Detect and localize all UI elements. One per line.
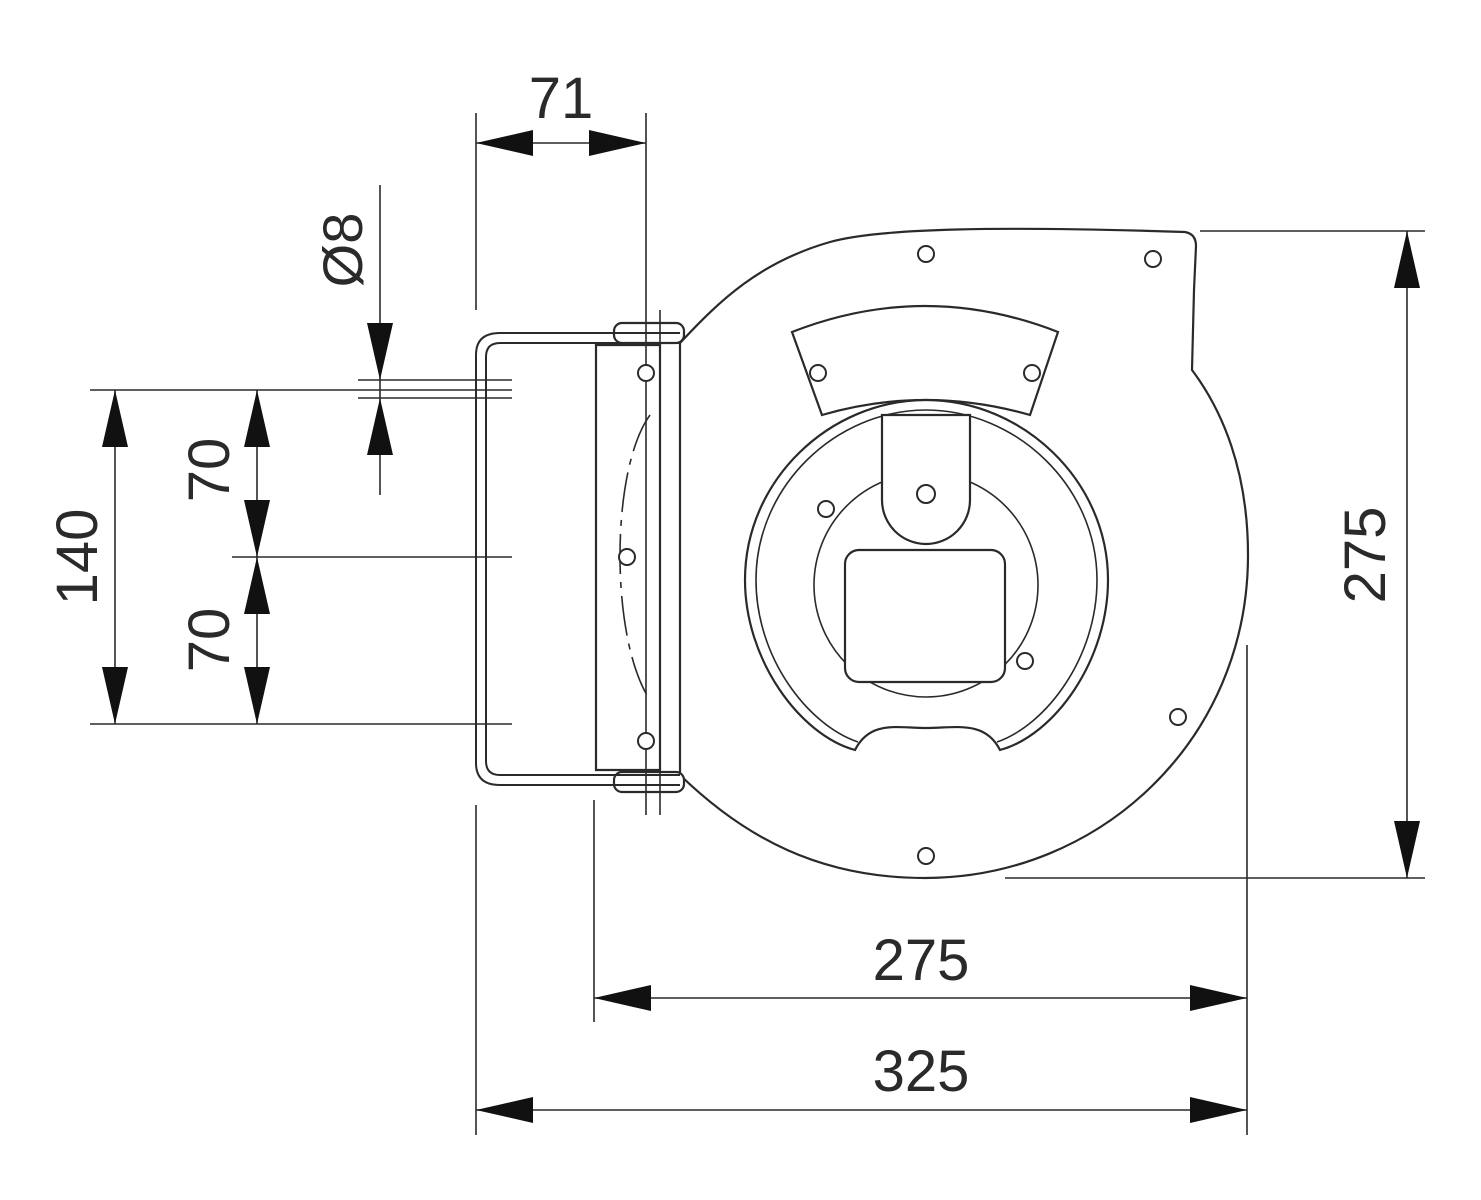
arrow-head: [594, 985, 651, 1011]
dimension-labels: 71 Ø8 140 70 70 275 275 325: [45, 66, 1398, 1104]
arrow-head: [102, 390, 128, 447]
arrow-head: [244, 667, 270, 724]
label-side-height: 275: [1333, 507, 1398, 604]
arrow-head: [244, 500, 270, 557]
dimension-lines: [90, 113, 1425, 1135]
guide-bracket: [790, 304, 1060, 417]
arrow-head: [1394, 231, 1420, 288]
label-lower-half: 70: [177, 608, 242, 673]
arrow-head: [1394, 821, 1420, 878]
drum-arm: [880, 413, 972, 546]
arrow-head: [476, 1097, 533, 1123]
mount-hole: [637, 364, 655, 382]
drum-rim-inner: [755, 409, 1098, 743]
label-diameter: Ø8: [311, 213, 374, 288]
arrow-head: [244, 557, 270, 614]
mount-hole: [1144, 250, 1162, 268]
label-body-width: 275: [873, 928, 970, 993]
arrow-head: [589, 130, 646, 156]
arrow-head: [244, 390, 270, 447]
reel-housing: [594, 227, 1250, 880]
label-total-height: 140: [45, 509, 110, 606]
drum-hole: [817, 500, 835, 518]
mount-hole: [618, 548, 636, 566]
bracket-hole: [809, 364, 827, 382]
bracket-inner: [485, 342, 680, 776]
u-bracket: [475, 332, 680, 786]
arrow-head: [367, 323, 393, 380]
mount-hole: [1169, 708, 1187, 726]
mount-hole: [637, 732, 655, 750]
bracket-hole: [1023, 364, 1041, 382]
mount-hole: [917, 245, 935, 263]
arrow-head: [1190, 1097, 1247, 1123]
arrow-head: [367, 398, 393, 455]
arrow-head: [102, 667, 128, 724]
label-top-width: 71: [529, 66, 594, 131]
arrow-head: [476, 130, 533, 156]
label-upper-half: 70: [177, 438, 242, 503]
mount-hole: [917, 847, 935, 865]
arm-hole: [916, 484, 936, 504]
drum-hole: [1016, 652, 1034, 670]
hinge-tab-bottom: [612, 770, 686, 794]
arrow-head: [1190, 985, 1247, 1011]
hub-cover: [843, 548, 1007, 684]
label-total-width: 325: [873, 1039, 970, 1104]
bracket-outer: [475, 332, 680, 786]
